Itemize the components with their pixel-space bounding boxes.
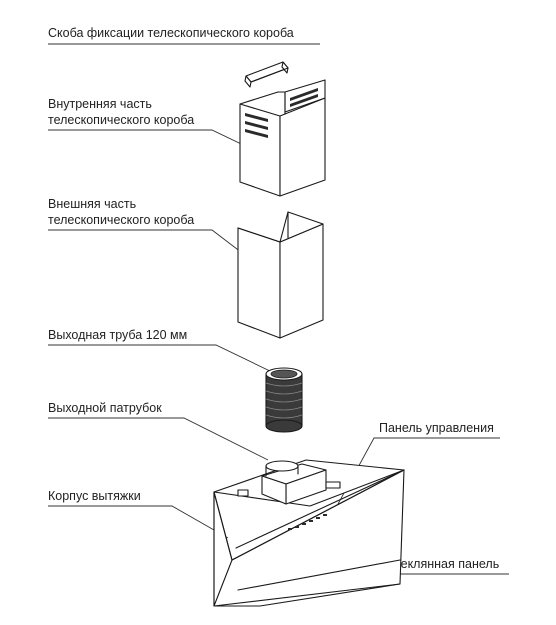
leader-body — [48, 505, 229, 539]
label-inner-line2: телескопического короба — [48, 113, 194, 127]
label-outer-line2: телескопического короба — [48, 213, 194, 227]
label-outlet: Выходной патрубок — [48, 401, 162, 415]
leader-outlet — [48, 417, 269, 461]
inner-telescopic-box — [239, 79, 326, 197]
label-pipe: Выходная труба 120 мм — [48, 328, 187, 342]
fixing-bracket — [244, 61, 289, 88]
label-control-panel: Панель управления — [379, 421, 494, 435]
label-outer-line1: Внешняя часть — [48, 197, 136, 211]
leader-inner — [48, 129, 259, 153]
outer-telescopic-box — [237, 211, 324, 339]
label-inner-line1: Внутренняя часть — [48, 97, 152, 111]
exhaust-pipe — [265, 367, 303, 433]
glass-panel — [213, 469, 405, 607]
leader-control-panel — [325, 437, 500, 527]
label-bracket: Скоба фиксации телескопического короба — [48, 26, 294, 40]
leader-outer — [48, 229, 255, 263]
leader-pipe — [48, 344, 273, 373]
label-body: Корпус вытяжки — [48, 489, 141, 503]
label-glass-panel: Стеклянная панель — [386, 557, 499, 571]
control-buttons — [288, 514, 327, 530]
